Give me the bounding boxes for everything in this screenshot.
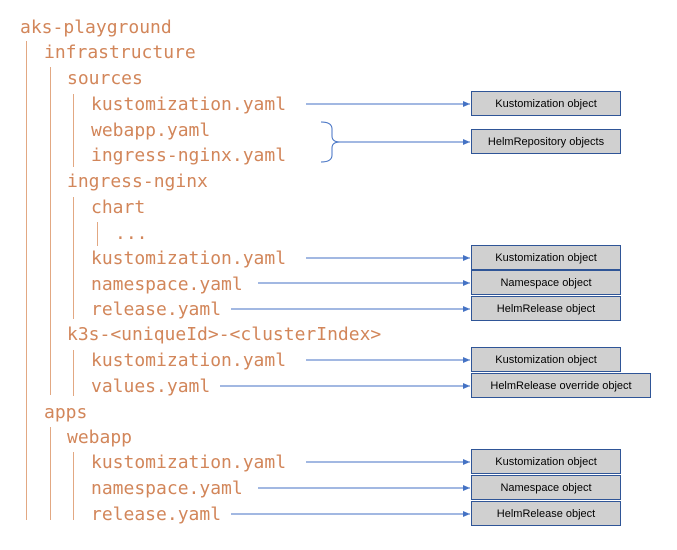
box-ingress-namespace-object: Namespace object bbox=[471, 270, 621, 295]
box-k3s-kustomization-object: Kustomization object bbox=[471, 347, 621, 372]
tree-node-k3s-values: values.yaml bbox=[91, 376, 211, 397]
guide-line-k3s bbox=[73, 350, 74, 396]
tree-node-sources-ingress-nginx: ingress-nginx.yaml bbox=[91, 145, 287, 166]
tree-node-ingress-release: release.yaml bbox=[91, 299, 222, 320]
box-ingress-kustomization-object: Kustomization object bbox=[471, 245, 621, 270]
box-ingress-helmrelease-object: HelmRelease object bbox=[471, 296, 621, 321]
tree-node-sources-webapp: webapp.yaml bbox=[91, 120, 211, 141]
box-helmrepository-objects: HelmRepository objects bbox=[471, 129, 621, 154]
guide-line-webapp bbox=[73, 452, 74, 520]
guide-line-apps bbox=[50, 427, 51, 520]
tree-node-chart-ellipsis: ... bbox=[115, 223, 148, 244]
box-webapp-namespace-object: Namespace object bbox=[471, 475, 621, 500]
tree-node-sources-kustomization: kustomization.yaml bbox=[91, 94, 287, 115]
tree-node-webapp-namespace: namespace.yaml bbox=[91, 478, 243, 499]
box-sources-kustomization-object: Kustomization object bbox=[471, 91, 621, 116]
box-k3s-helmrelease-override-object: HelmRelease override object bbox=[471, 373, 651, 398]
tree-node-apps: apps bbox=[44, 402, 88, 423]
brace-helmrepository bbox=[320, 121, 341, 163]
tree-node-chart: chart bbox=[91, 197, 146, 218]
tree-node-k3s-kustomization: kustomization.yaml bbox=[91, 350, 287, 371]
tree-node-sources: sources bbox=[67, 68, 143, 89]
tree-node-ingress-namespace: namespace.yaml bbox=[91, 274, 243, 295]
tree-node-ingress-nginx: ingress-nginx bbox=[67, 171, 208, 192]
tree-node-aks-playground: aks-playground bbox=[20, 17, 172, 38]
guide-line-infrastructure bbox=[50, 67, 51, 395]
guide-line-ingress-nginx bbox=[73, 197, 74, 319]
tree-node-webapp-kustomization: kustomization.yaml bbox=[91, 452, 287, 473]
box-webapp-helmrelease-object: HelmRelease object bbox=[471, 501, 621, 526]
tree-node-webapp-release: release.yaml bbox=[91, 504, 222, 525]
tree-node-k3s-cluster: k3s-<uniqueId>-<clusterIndex> bbox=[67, 324, 382, 345]
tree-node-ingress-kustomization: kustomization.yaml bbox=[91, 248, 287, 269]
guide-line-chart bbox=[97, 222, 98, 246]
guide-line-sources bbox=[73, 94, 74, 167]
tree-node-webapp: webapp bbox=[67, 427, 133, 448]
guide-line-root bbox=[26, 41, 27, 520]
tree-node-infrastructure: infrastructure bbox=[44, 42, 196, 63]
box-webapp-kustomization-object: Kustomization object bbox=[471, 449, 621, 474]
